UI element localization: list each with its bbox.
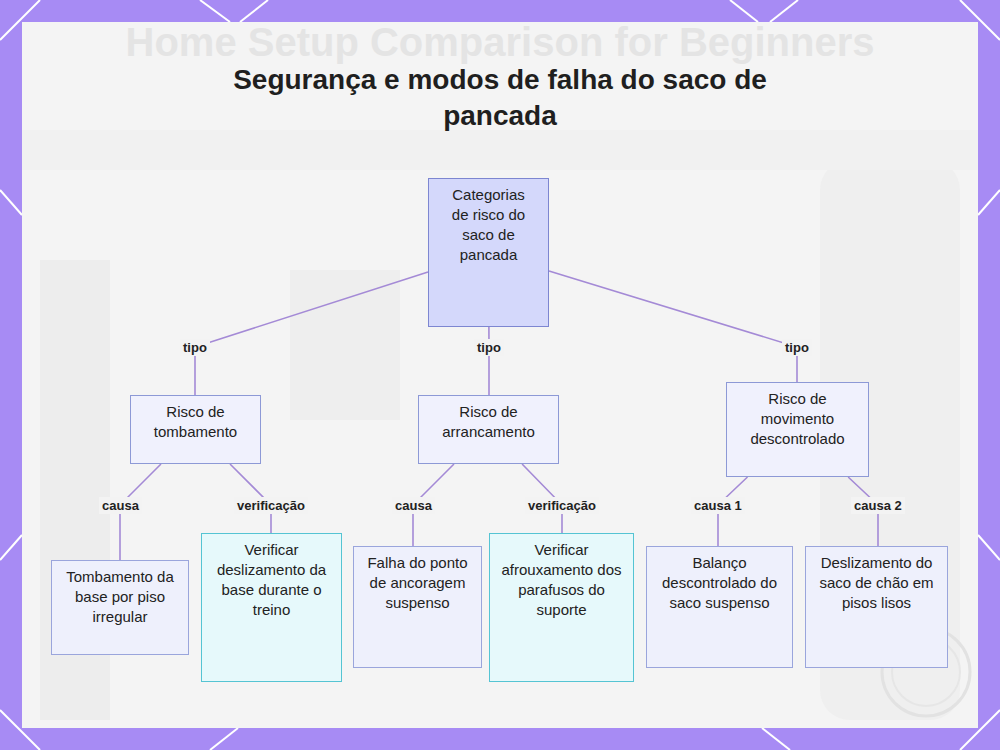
node-text: Falha do ponto de ancoragem suspenso <box>364 553 471 613</box>
connector-line <box>195 272 428 395</box>
diagram-title: Segurança e modos de falha do saco de pa… <box>200 62 800 134</box>
edge-label: tipo <box>180 339 210 356</box>
category-box: Tombamento da base por piso irregular <box>51 560 189 655</box>
category-box: Risco de movimento descontrolado <box>726 382 869 477</box>
watermark-text: Home Setup Comparison for Beginners <box>0 20 1000 65</box>
category-box: Risco de tombamento <box>130 395 261 464</box>
node-text: Risco de arrancamento <box>429 402 548 442</box>
category-box: Deslizamento do saco de chão em pisos li… <box>805 546 948 668</box>
edge-label: verificação <box>234 497 308 514</box>
category-box: Risco de arrancamento <box>418 395 559 464</box>
category-box: Balanço descontrolado do saco suspenso <box>646 546 793 668</box>
node-text: Verificar deslizamento da base durante o… <box>212 540 331 620</box>
category-box: Falha do ponto de ancoragem suspenso <box>353 546 482 668</box>
check-box: Verificar afrouxamento dos parafusos do … <box>489 533 634 682</box>
edge-label: tipo <box>474 339 504 356</box>
edge-label: causa 1 <box>691 497 745 514</box>
node-text: Risco de movimento descontrolado <box>737 389 858 449</box>
check-box: Verificar deslizamento da base durante o… <box>201 533 342 682</box>
edge-label: causa <box>392 497 435 514</box>
node-text: Deslizamento do saco de chão em pisos li… <box>816 553 937 613</box>
edge-label: causa <box>99 497 142 514</box>
root-box: Categorias de risco do saco de pancada <box>428 178 549 327</box>
node-text: Categorias de risco do saco de pancada <box>449 185 528 265</box>
edge-label: verificação <box>525 497 599 514</box>
node-text: Verificar afrouxamento dos parafusos do … <box>500 540 623 620</box>
connector-line <box>549 271 797 382</box>
connector-line <box>488 327 490 395</box>
node-text: Balanço descontrolado do saco suspenso <box>657 553 782 613</box>
node-text: Tombamento da base por piso irregular <box>62 567 178 627</box>
node-text: Risco de tombamento <box>141 402 250 442</box>
edge-label: causa 2 <box>851 497 905 514</box>
edge-label: tipo <box>782 339 812 356</box>
